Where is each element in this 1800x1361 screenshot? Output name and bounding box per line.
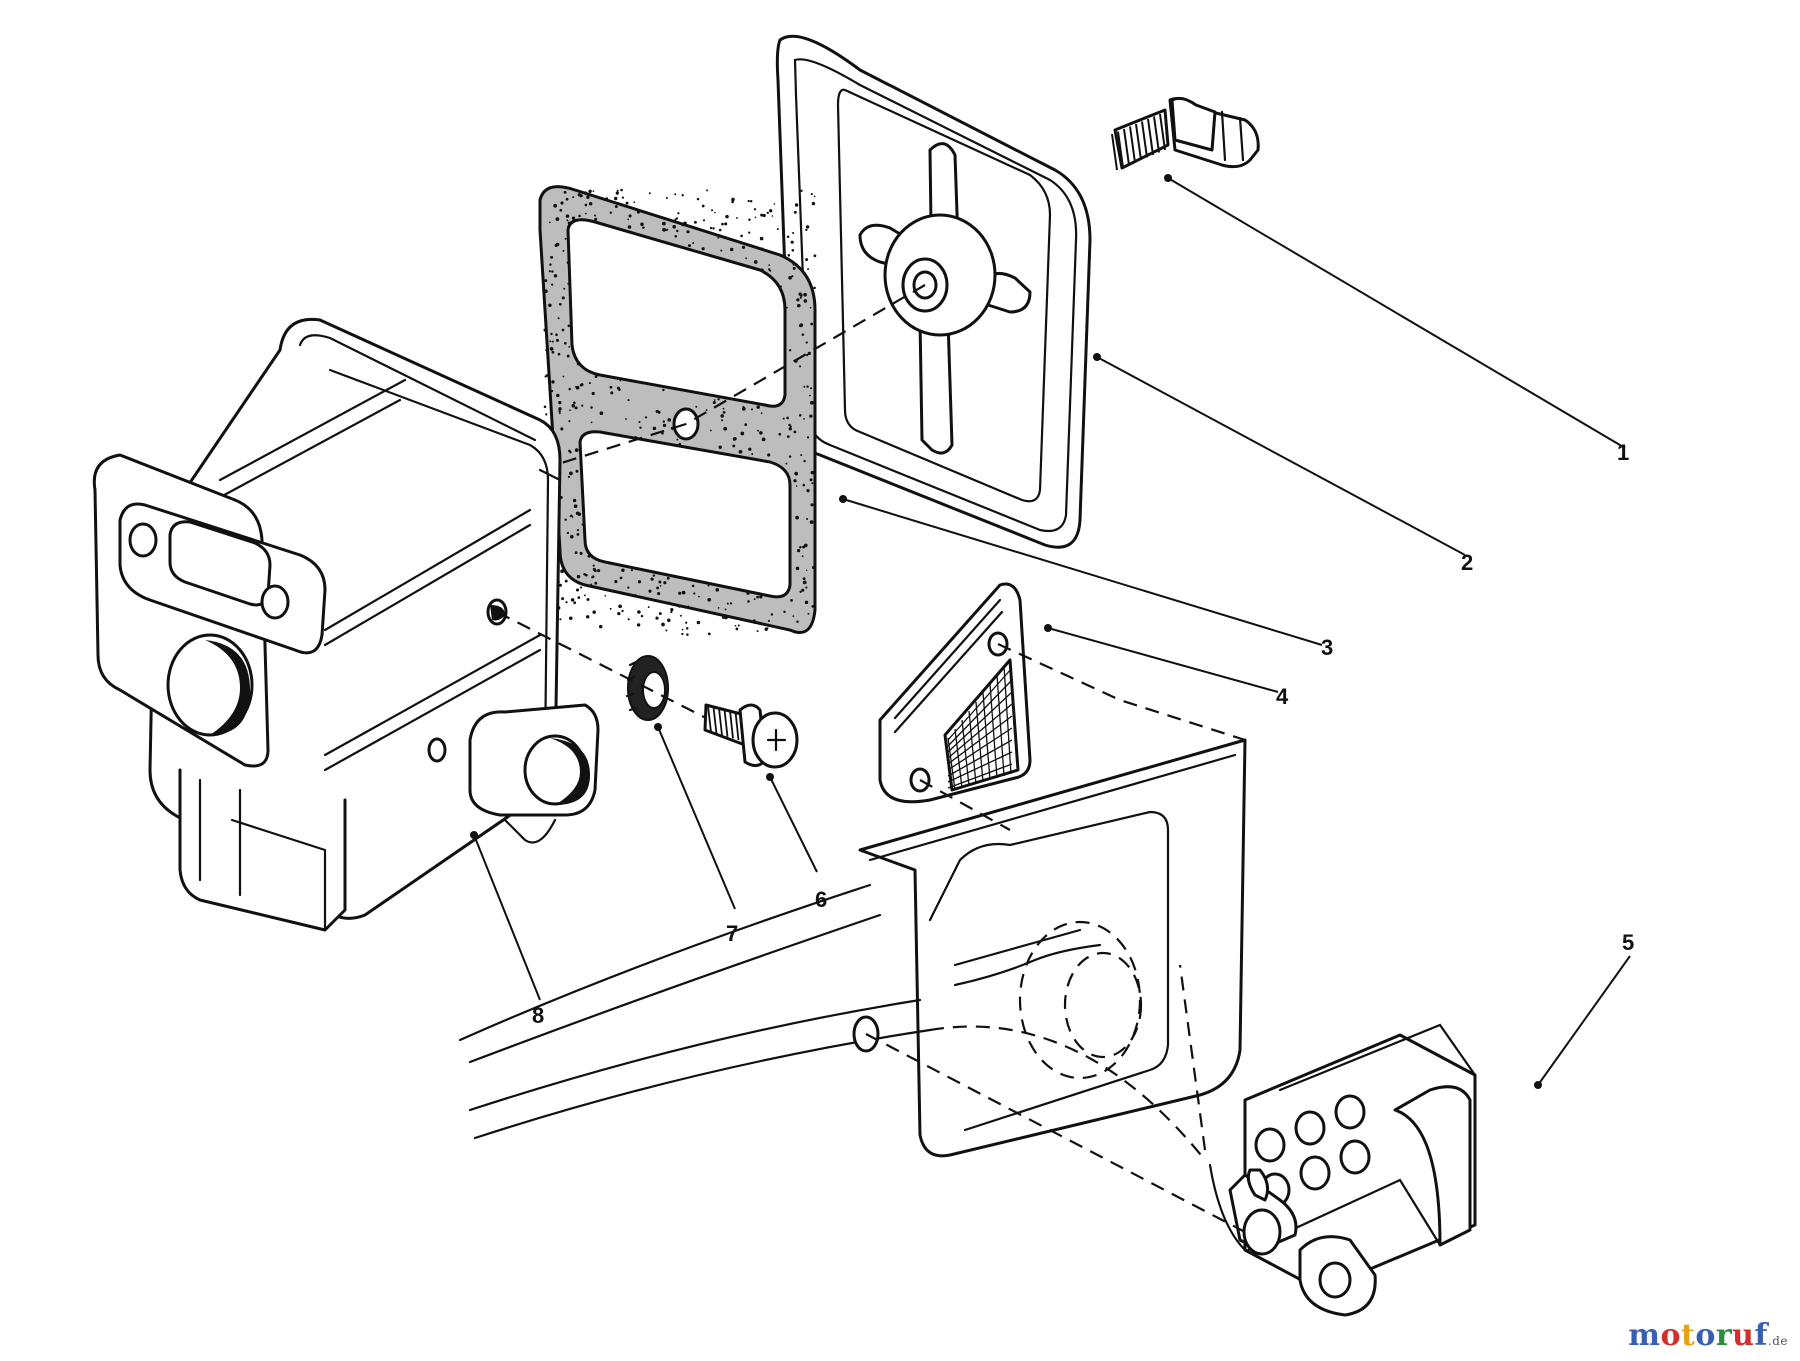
gasket [538, 185, 817, 636]
watermark-letter: t [1680, 1318, 1696, 1353]
callout-label-4: 4 [1276, 684, 1289, 709]
watermark-letter: r [1715, 1318, 1733, 1353]
callout-label-3: 3 [1321, 635, 1333, 660]
small-screw [703, 703, 799, 769]
callout-label-6: 6 [815, 887, 827, 912]
watermark-suffix: .de [1767, 1334, 1788, 1348]
callouts: 1 2 3 4 5 6 7 8 [470, 174, 1634, 1089]
screw [1111, 96, 1260, 171]
spark-arrester-screen [878, 582, 1032, 804]
watermark-letter: o [1695, 1318, 1716, 1353]
watermark-logo: motoruf.de [1628, 1318, 1788, 1353]
watermark-letter: u [1732, 1318, 1755, 1353]
engine-housing [458, 738, 1247, 1252]
callout-label-8: 8 [532, 1003, 544, 1028]
watermark-letter: f [1754, 1318, 1768, 1353]
deflector [1228, 1023, 1477, 1317]
callout-label-2: 2 [1461, 550, 1473, 575]
cover-plate [775, 34, 1092, 549]
callout-label-1: 1 [1617, 440, 1629, 465]
watermark-letter: o [1660, 1318, 1681, 1353]
alignment-lines [496, 284, 1246, 1233]
muffler-body [92, 317, 600, 932]
watermark-letter: m [1628, 1318, 1661, 1353]
callout-label-5: 5 [1622, 930, 1634, 955]
callout-label-7: 7 [726, 921, 738, 946]
